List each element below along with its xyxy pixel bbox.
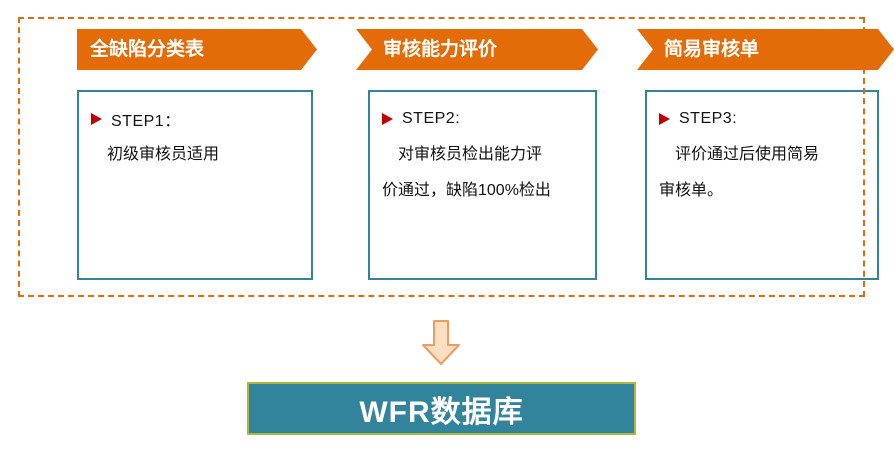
step2-header-label: 审核能力评价 [383, 39, 498, 60]
step2-label: STEP2: [402, 110, 461, 127]
right-arrowhead-bullet-icon [382, 113, 393, 125]
wfr-database-label: WFR数据库 [359, 395, 524, 429]
step3-header-arrow: 简易审核单 [637, 29, 894, 70]
step1-header-arrow: 全缺陷分类表 [77, 29, 317, 70]
step1-text-line: 初级审核员适用 [91, 146, 220, 163]
step3-text-line: 审核单。 [659, 182, 724, 199]
right-arrowhead-bullet-icon [659, 113, 670, 125]
step3-label: STEP3: [679, 110, 738, 127]
wfr-database-bar: WFR数据库 [247, 382, 636, 435]
step1-box: STEP1： 初级审核员适用 [77, 90, 313, 280]
step2-title-row: STEP2: [382, 101, 589, 137]
step3-text-line: 评价通过后使用简易 [659, 146, 820, 163]
down-block-arrow-icon [421, 320, 461, 371]
right-arrowhead-bullet-icon [91, 113, 102, 125]
step2-header-arrow: 审核能力评价 [356, 29, 598, 70]
step1-label: STEP1： [111, 113, 181, 130]
step3-box: STEP3: 评价通过后使用简易 审核单。 [645, 90, 879, 280]
step1-title-row: STEP1： [91, 101, 305, 137]
down-block-arrow-shape [422, 320, 460, 365]
step3-title-row: STEP3: [659, 101, 871, 137]
process-group-frame [18, 17, 865, 297]
step3-header-label: 简易审核单 [664, 39, 760, 60]
step2-text-line: 对审核员检出能力评 [382, 146, 543, 163]
step2-box: STEP2: 对审核员检出能力评 价通过，缺陷100%检出 [368, 90, 597, 280]
step1-header-label: 全缺陷分类表 [90, 39, 205, 60]
down-block-arrow-svg [422, 320, 460, 365]
step2-text-line: 价通过，缺陷100%检出 [382, 182, 551, 199]
